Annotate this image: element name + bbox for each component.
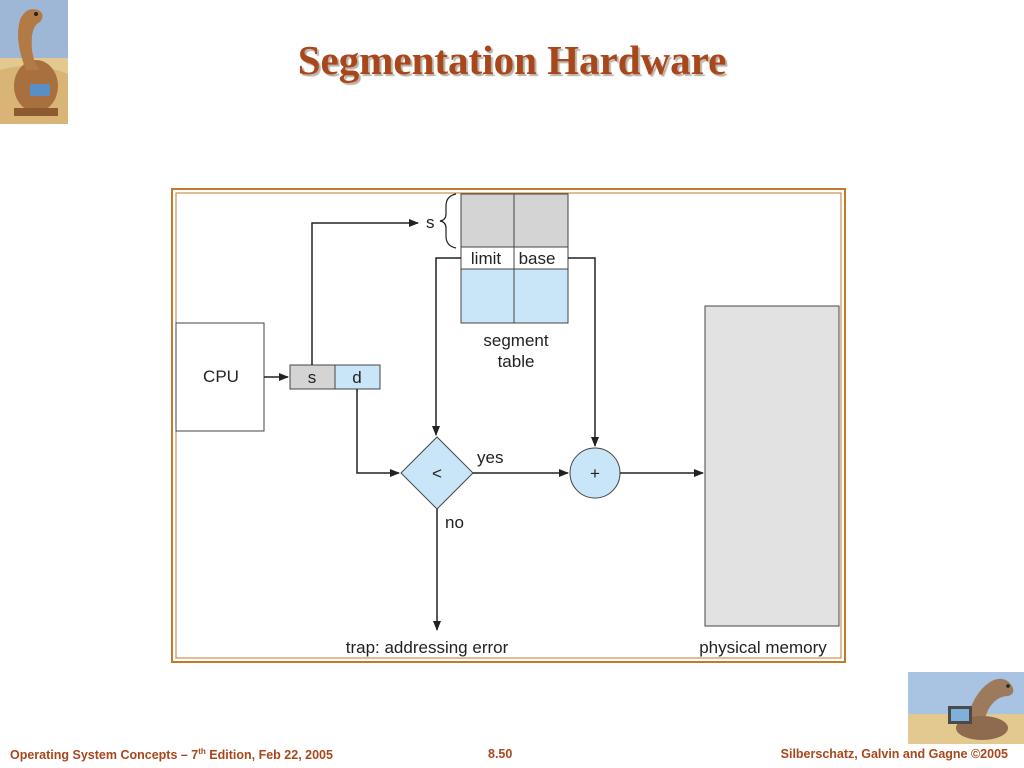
address-s-cell — [289, 364, 336, 390]
address-s-label: s — [308, 368, 317, 387]
segment-table-label-line1: segment — [483, 331, 548, 350]
physical-memory-label: physical memory — [699, 638, 827, 657]
segment-table-lower-left — [460, 268, 515, 324]
footer-authors: Silberschatz, Galvin and Gagne ©2005 — [780, 747, 1008, 761]
footer-book-superscript: th — [198, 747, 206, 756]
footer-book-prefix: Operating System Concepts – 7 — [10, 748, 199, 763]
diagram-frame-outer — [171, 188, 846, 663]
address-d-label: d — [352, 368, 361, 387]
segment-table-upper-right — [513, 193, 569, 248]
segment-brace — [439, 193, 457, 249]
limit-label: limit — [471, 249, 501, 268]
limit-to-compare-arrow — [432, 257, 461, 436]
footer-book-suffix: Edition, Feb 22, 2005 — [205, 748, 333, 763]
no-label: no — [445, 513, 464, 532]
trap-label: trap: addressing error — [346, 638, 509, 657]
footer-page-number: 8.50 — [488, 747, 513, 761]
cpu-box — [175, 322, 265, 432]
physical-memory-box — [704, 305, 840, 627]
d-to-compare-arrow — [356, 389, 400, 477]
base-label: base — [519, 249, 556, 268]
s-pointer-label: s — [426, 213, 435, 232]
segment-table-label-line2: table — [498, 352, 535, 371]
s-to-segment-table-arrow — [311, 219, 419, 365]
footer-book-title: Operating System Concepts – 7th Edition,… — [10, 747, 333, 762]
slide-title: Segmentation Hardware — [297, 37, 727, 83]
compare-symbol: < — [432, 464, 442, 483]
yes-label: yes — [477, 448, 503, 467]
cpu-label: CPU — [203, 367, 239, 386]
segment-table-upper-left — [460, 193, 515, 248]
base-to-adder-arrow — [568, 257, 599, 447]
dinosaur-logo-icon — [0, 0, 68, 124]
dinosaur-laptop-logo-icon — [908, 672, 1024, 744]
address-d-cell — [334, 364, 381, 390]
segment-table-lower-right — [513, 268, 569, 324]
adder-symbol: + — [590, 464, 600, 483]
